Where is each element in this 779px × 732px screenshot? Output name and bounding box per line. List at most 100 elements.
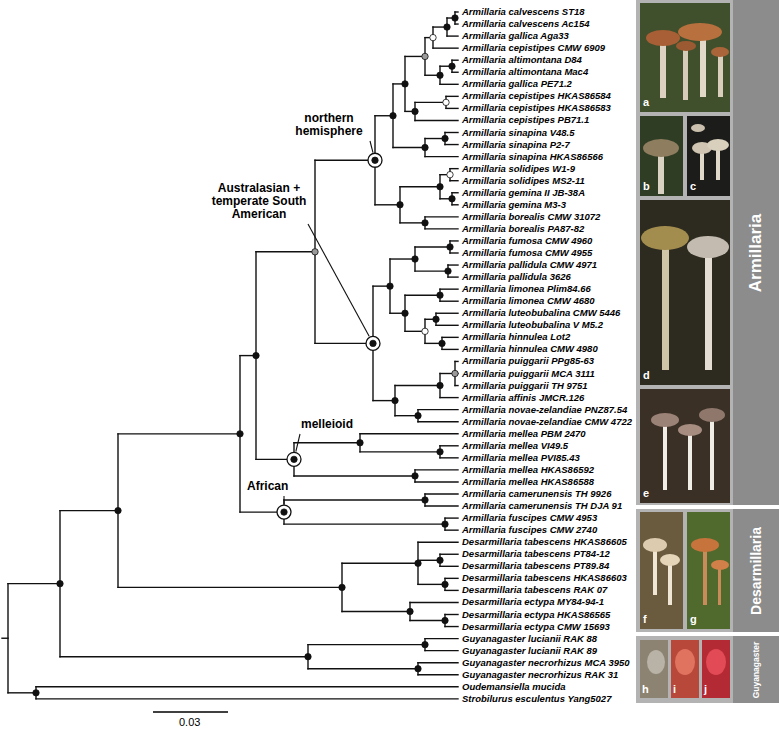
support-dot bbox=[253, 352, 259, 358]
tree-branch bbox=[360, 433, 458, 434]
tree-branch bbox=[415, 120, 458, 121]
tree-branch bbox=[405, 294, 440, 295]
taxon-label: Armillaria mellea PBM 2470 bbox=[462, 428, 586, 440]
tree-branch bbox=[425, 505, 458, 506]
support-dot bbox=[422, 53, 428, 59]
panel-letter: d bbox=[643, 369, 650, 381]
tree-branch bbox=[395, 385, 440, 386]
support-dot bbox=[402, 81, 408, 87]
tree-branch bbox=[60, 656, 308, 657]
taxon-label: Armillaria luteobubalina V M5.2 bbox=[462, 319, 603, 331]
tree-branch bbox=[418, 409, 458, 410]
support-dot bbox=[452, 15, 458, 21]
support-dot bbox=[370, 340, 376, 346]
panel-letter: f bbox=[643, 613, 647, 625]
support-dot bbox=[115, 507, 121, 513]
taxon-label: Armillaria mellea VI49.5 bbox=[462, 440, 568, 452]
taxon-label: Desarmillaria tabescens HKAS86603 bbox=[462, 572, 627, 584]
support-dot bbox=[237, 431, 243, 437]
panel-letter: h bbox=[642, 683, 649, 695]
tree-branch bbox=[118, 587, 342, 588]
taxon-label: Strobilurus esculentus Yang5027 bbox=[462, 693, 611, 705]
support-dot bbox=[442, 135, 448, 141]
tree-branch bbox=[425, 493, 458, 494]
tree-branch bbox=[455, 361, 458, 362]
tree-branch bbox=[455, 23, 458, 24]
clade-callout: Australasian + temperate South American bbox=[210, 182, 308, 221]
tree-branch bbox=[425, 650, 458, 651]
tree-branch bbox=[446, 96, 458, 97]
tree-branch bbox=[294, 475, 415, 476]
photo bbox=[687, 512, 730, 629]
support-dot bbox=[312, 249, 318, 255]
genus-band: Guyanagaster bbox=[733, 636, 779, 703]
leader-line bbox=[370, 141, 373, 153]
clade-callout: melleioid bbox=[300, 418, 354, 431]
tree-branch bbox=[375, 204, 400, 205]
taxon-label: Armillaria fuscipes CMW 2740 bbox=[462, 524, 597, 536]
tree-branch bbox=[445, 614, 458, 615]
tree-branch bbox=[425, 228, 458, 229]
tree-branch bbox=[455, 11, 458, 12]
photo bbox=[640, 640, 668, 698]
genus-band: Armillaria bbox=[733, 0, 779, 505]
taxon-label: Armillaria camerunensis TH 9926 bbox=[462, 488, 611, 500]
tree-branch bbox=[445, 626, 458, 627]
photo bbox=[687, 116, 730, 196]
tree-branch bbox=[442, 337, 458, 338]
clade-ring bbox=[277, 505, 291, 519]
clade-ring bbox=[287, 452, 301, 466]
support-dot bbox=[437, 292, 443, 298]
support-dot bbox=[412, 256, 418, 262]
tree-branch bbox=[440, 554, 458, 555]
support-dot bbox=[442, 581, 448, 587]
taxon-label: Armillaria altimontana D84 bbox=[462, 54, 582, 66]
tree-branch bbox=[342, 563, 418, 564]
tree-branch bbox=[418, 674, 458, 675]
tree-branch bbox=[452, 192, 458, 193]
tree-branch bbox=[448, 276, 458, 277]
support-dot bbox=[433, 316, 439, 322]
tree-branch bbox=[450, 240, 458, 241]
tree-branch bbox=[36, 686, 458, 687]
tree-branch bbox=[415, 270, 448, 271]
support-dot bbox=[415, 412, 421, 418]
taxon-label: Armillaria mellea PVI85.43 bbox=[462, 452, 580, 464]
leader-line bbox=[296, 434, 300, 452]
photo bbox=[640, 389, 730, 503]
taxon-label: Armillaria affinis JMCR.126 bbox=[462, 392, 584, 404]
photo-column bbox=[636, 0, 733, 703]
tree-branch bbox=[36, 698, 458, 699]
taxon-label: Armillaria pallidula 3626 bbox=[462, 271, 571, 283]
taxon-label: Armillaria hinnulea CMW 4980 bbox=[462, 343, 598, 355]
leader-line bbox=[308, 224, 369, 336]
tree-branch bbox=[418, 542, 458, 543]
taxon-label: Oudemansiella mucida bbox=[462, 681, 565, 693]
taxon-label: Armillaria fumosa CMW 4955 bbox=[462, 247, 592, 259]
panel-letter: g bbox=[690, 613, 697, 625]
support-dot bbox=[422, 220, 428, 226]
support-dot bbox=[339, 584, 345, 590]
taxon-label: Armillaria puiggarii PPg85-63 bbox=[462, 355, 594, 367]
genus-name: Desarmillaria bbox=[748, 527, 764, 615]
support-dot bbox=[357, 440, 363, 446]
taxon-label: Armillaria cepistipes CMW 6909 bbox=[462, 42, 605, 54]
tree-branch bbox=[418, 421, 458, 422]
support-dot bbox=[437, 557, 443, 563]
support-dot bbox=[412, 108, 418, 114]
tree-branch bbox=[315, 343, 373, 344]
taxon-label: Armillaria borealis CMW 31072 bbox=[462, 211, 600, 223]
taxon-label: Desarmillaria ectypa MY84-94-1 bbox=[462, 596, 604, 608]
tree-branch bbox=[446, 108, 458, 109]
support-dot bbox=[437, 72, 443, 78]
support-dot bbox=[452, 370, 458, 376]
clade-ring bbox=[366, 336, 380, 350]
support-dot bbox=[422, 497, 428, 503]
tree-branch bbox=[448, 264, 458, 265]
tree-branch bbox=[400, 186, 440, 187]
taxon-label: Armillaria cepistipes PB71.1 bbox=[462, 114, 589, 126]
support-dot bbox=[445, 268, 451, 274]
photo bbox=[640, 3, 730, 112]
